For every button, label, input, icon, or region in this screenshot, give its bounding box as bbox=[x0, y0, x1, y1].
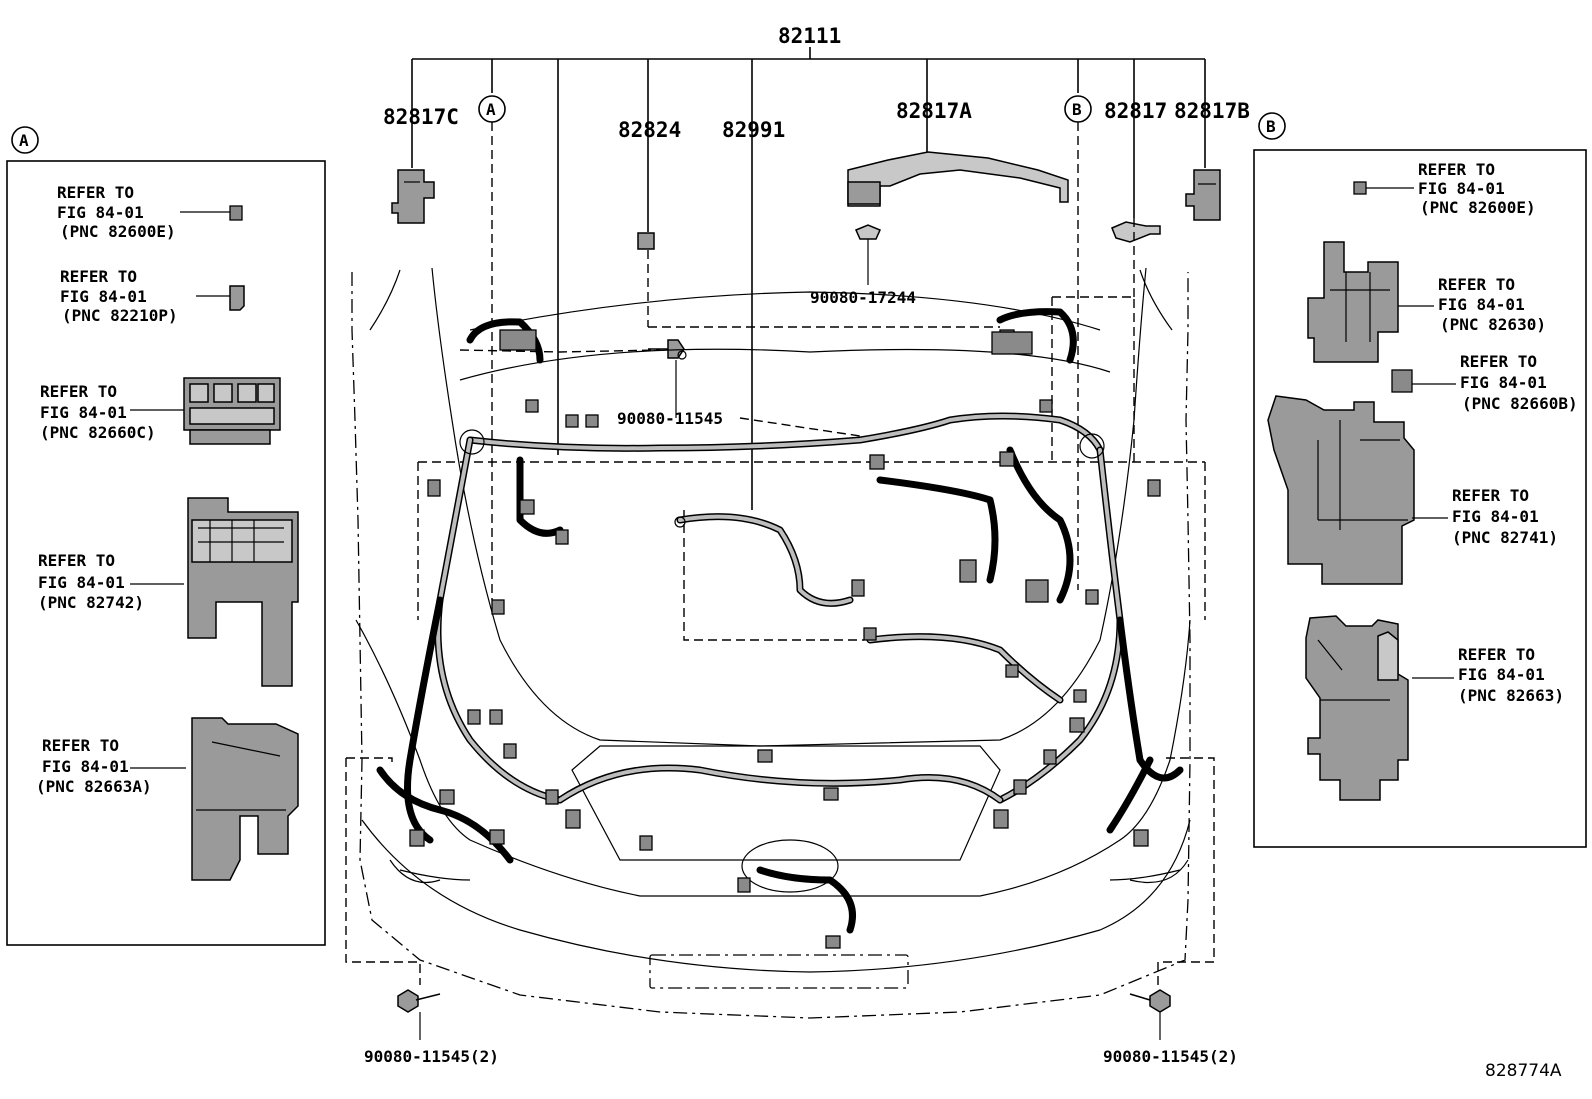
leader-11545-b bbox=[739, 417, 861, 437]
label-11545[interactable]: 90080-11545 bbox=[617, 409, 723, 428]
svg-text:REFER TO: REFER TO bbox=[40, 382, 117, 401]
panel-b-item-3[interactable]: REFER TO FIG 84-01 (PNC 82660B) bbox=[1391, 352, 1578, 413]
label-17244[interactable]: 90080-17244 bbox=[810, 288, 916, 307]
panel-b-item-5[interactable]: REFER TO FIG 84-01 (PNC 82663) bbox=[1305, 615, 1564, 801]
svg-text:(PNC 82663A): (PNC 82663A) bbox=[36, 777, 152, 796]
svg-text:FIG 84-01: FIG 84-01 bbox=[60, 287, 147, 306]
clip-17244[interactable] bbox=[855, 224, 881, 285]
svg-text:FIG 84-01: FIG 84-01 bbox=[42, 757, 129, 776]
main-part-bracket bbox=[411, 47, 1206, 510]
svg-text:REFER TO: REFER TO bbox=[57, 183, 134, 202]
svg-text:B: B bbox=[1072, 100, 1082, 119]
svg-text:(PNC 82600E): (PNC 82600E) bbox=[60, 222, 176, 241]
panel-a-item-2[interactable]: REFER TO FIG 84-01 (PNC 82210P) bbox=[60, 267, 245, 325]
svg-text:(PNC 82742): (PNC 82742) bbox=[38, 593, 144, 612]
svg-text:REFER TO: REFER TO bbox=[42, 736, 119, 755]
svg-text:(PNC 82660C): (PNC 82660C) bbox=[40, 423, 156, 442]
panel-a-item-1[interactable]: REFER TO FIG 84-01 (PNC 82600E) bbox=[57, 183, 243, 241]
label-11545-left[interactable]: 90080-11545(2) bbox=[364, 1047, 499, 1066]
svg-text:REFER TO: REFER TO bbox=[1438, 275, 1515, 294]
marker-a-main[interactable]: A bbox=[478, 95, 506, 123]
svg-text:(PNC 82663): (PNC 82663) bbox=[1458, 686, 1564, 705]
label-82111[interactable]: 82111 bbox=[778, 24, 841, 48]
part-82824[interactable] bbox=[637, 232, 655, 250]
svg-text:REFER TO: REFER TO bbox=[1460, 352, 1537, 371]
wiring-harness[interactable] bbox=[376, 308, 1184, 934]
label-82817b[interactable]: 82817B bbox=[1174, 99, 1250, 123]
panel-a-item-4[interactable]: REFER TO FIG 84-01 (PNC 82742) bbox=[38, 497, 299, 687]
svg-text:(PNC 82741): (PNC 82741) bbox=[1452, 528, 1558, 547]
svg-text:FIG 84-01: FIG 84-01 bbox=[1438, 295, 1525, 314]
panel-a-item-5[interactable]: REFER TO FIG 84-01 (PNC 82663A) bbox=[36, 717, 299, 881]
connectors[interactable] bbox=[409, 329, 1161, 949]
panel-a-marker: A bbox=[19, 131, 29, 150]
part-82817c[interactable] bbox=[391, 169, 435, 224]
svg-text:FIG 84-01: FIG 84-01 bbox=[40, 403, 127, 422]
svg-text:(PNC 82630): (PNC 82630) bbox=[1440, 315, 1546, 334]
part-82817b[interactable] bbox=[1185, 169, 1221, 221]
svg-text:REFER TO: REFER TO bbox=[38, 551, 115, 570]
label-82824[interactable]: 82824 bbox=[618, 118, 681, 142]
svg-text:FIG 84-01: FIG 84-01 bbox=[1458, 665, 1545, 684]
svg-text:A: A bbox=[486, 100, 496, 119]
label-11545-right[interactable]: 90080-11545(2) bbox=[1103, 1047, 1238, 1066]
diagram-code: 828774A bbox=[1485, 1061, 1562, 1081]
bolt-left[interactable] bbox=[397, 989, 441, 1040]
svg-text:REFER TO: REFER TO bbox=[60, 267, 137, 286]
panel-b-item-2[interactable]: REFER TO FIG 84-01 (PNC 82630) bbox=[1307, 241, 1546, 363]
panel-b: B REFER TO FIG 84-01 (PNC 82600E) REFER … bbox=[1253, 112, 1587, 848]
panel-b-item-4[interactable]: REFER TO FIG 84-01 (PNC 82741) bbox=[1267, 395, 1558, 585]
svg-text:REFER TO: REFER TO bbox=[1418, 160, 1495, 179]
svg-text:REFER TO: REFER TO bbox=[1452, 486, 1529, 505]
marker-b-main[interactable]: B bbox=[1064, 95, 1092, 123]
svg-text:FIG 84-01: FIG 84-01 bbox=[1460, 373, 1547, 392]
svg-text:(PNC 82660B): (PNC 82660B) bbox=[1462, 394, 1578, 413]
bolt-right[interactable] bbox=[1129, 989, 1171, 1040]
svg-text:FIG 84-01: FIG 84-01 bbox=[1418, 179, 1505, 198]
zone-boxes bbox=[345, 296, 1215, 985]
label-82991[interactable]: 82991 bbox=[722, 118, 785, 142]
panel-b-marker: B bbox=[1266, 117, 1276, 136]
svg-text:FIG 84-01: FIG 84-01 bbox=[38, 573, 125, 592]
svg-text:FIG 84-01: FIG 84-01 bbox=[1452, 507, 1539, 526]
svg-text:(PNC 82210P): (PNC 82210P) bbox=[62, 306, 178, 325]
part-82817a[interactable] bbox=[847, 151, 1069, 207]
panel-b-item-1[interactable]: REFER TO FIG 84-01 (PNC 82600E) bbox=[1353, 160, 1536, 217]
svg-text:REFER TO: REFER TO bbox=[1458, 645, 1535, 664]
panel-a: A REFER TO FIG 84-01 (PNC 82600E) REFER … bbox=[6, 126, 326, 946]
label-82817a[interactable]: 82817A bbox=[896, 99, 972, 123]
svg-text:(PNC 82600E): (PNC 82600E) bbox=[1420, 198, 1536, 217]
vehicle-outline bbox=[351, 267, 1191, 1019]
svg-text:FIG 84-01: FIG 84-01 bbox=[57, 203, 144, 222]
bolt-center[interactable] bbox=[648, 339, 687, 360]
label-82817[interactable]: 82817 bbox=[1104, 99, 1167, 123]
panel-a-item-3[interactable]: REFER TO FIG 84-01 (PNC 82660C) bbox=[40, 377, 281, 445]
label-82817c[interactable]: 82817C bbox=[383, 105, 459, 129]
part-82817[interactable] bbox=[1111, 221, 1161, 243]
